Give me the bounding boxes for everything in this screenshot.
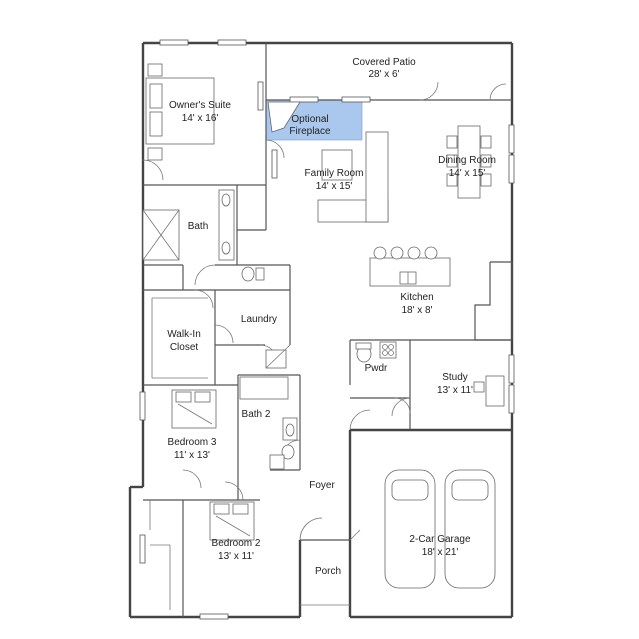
bedroom3-label: Bedroom 3 (168, 437, 217, 448)
closet-shelves (149, 297, 208, 610)
dining-table (446, 125, 492, 199)
laundry-fixtures (265, 344, 291, 369)
dining-room-label: Dining Room (438, 155, 496, 166)
fireplace-label-1: Optional (291, 114, 328, 125)
pwdr-label: Pwdr (365, 363, 388, 374)
bedroom3-bed (171, 389, 217, 429)
study-furniture (473, 375, 505, 407)
bath-label: Bath (188, 221, 209, 232)
kitchen-label: Kitchen (400, 292, 433, 303)
family-room-label: Family Room (305, 168, 364, 179)
pwdr-fixtures (355, 342, 372, 363)
garage-cars (384, 469, 496, 589)
walk-in-closet-label-1: Walk-In (167, 329, 201, 340)
walk-in-closet-label-2: Closet (170, 342, 199, 353)
covered-patio-size: 28' x 6' (368, 69, 399, 80)
owners-bed (145, 63, 215, 161)
covered-patio-label: Covered Patio (352, 57, 416, 68)
dining-room-size: 14' x 15' (449, 168, 486, 179)
kitchen-island (369, 246, 451, 359)
bath2-label: Bath 2 (242, 409, 271, 420)
porch-label: Porch (315, 566, 341, 577)
family-room-sofa (317, 131, 389, 223)
bedroom3-size: 11' x 13' (174, 450, 210, 461)
foyer-label: Foyer (309, 480, 335, 491)
kitchen-size: 18' x 8' (401, 305, 432, 316)
interior-walls (143, 184, 513, 617)
study-label: Study (442, 372, 468, 383)
study-size: 13' x 11' (437, 385, 473, 396)
bedroom2-size: 13' x 11' (218, 551, 254, 562)
bedroom2-label: Bedroom 2 (212, 538, 261, 549)
bath2-fixtures (239, 376, 298, 470)
fireplace-icon (267, 101, 301, 133)
owners-suite-label: Owner's Suite (169, 100, 231, 111)
bath-fixtures (142, 189, 265, 282)
family-room-size: 14' x 15' (316, 181, 353, 192)
garage-label: 2-Car Garage (409, 534, 471, 545)
garage-size: 18' x 21' (422, 547, 459, 558)
fireplace-label-2: Fireplace (289, 126, 331, 137)
laundry-label: Laundry (241, 314, 277, 325)
owners-suite-size: 14' x 16' (182, 113, 219, 124)
windows (139, 39, 515, 620)
bedroom2-bed (209, 501, 255, 541)
